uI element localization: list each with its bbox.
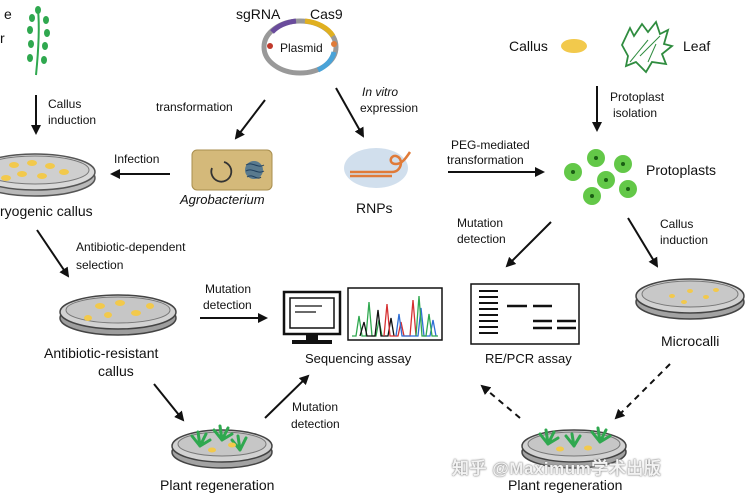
callus-label-right: Callus <box>509 38 548 54</box>
callus-icon <box>561 39 587 53</box>
petri-dish-icon <box>635 278 745 320</box>
plant-regeneration-right-label: Plant regeneration <box>508 477 623 493</box>
peg-label-2: transformation <box>447 153 524 167</box>
antibiotic-selection-label-2: selection <box>76 258 124 272</box>
protoplasts-label: Protoplasts <box>646 162 717 178</box>
agrobacterium-icon <box>191 149 273 191</box>
leaf-label: Leaf <box>683 38 711 54</box>
mutation-detection-low-label-1: Mutation <box>292 400 339 414</box>
sequencing-assay-label: Sequencing assay <box>305 351 412 366</box>
plasmid-icon <box>261 18 339 76</box>
sgrna-label: sgRNA <box>236 6 281 22</box>
arrow-transformation <box>234 99 266 140</box>
arrow-mutation-detection-low <box>264 374 310 419</box>
watermark: 知乎 @Maximum学术出版 <box>452 459 662 478</box>
cut-label-top-2: r <box>0 30 5 46</box>
mutation-detection-right-label-2: detection <box>457 232 506 246</box>
arrow-mutation-detection-right <box>505 221 552 268</box>
in-vitro-label: In vitro <box>362 85 399 99</box>
rnp-icon <box>344 148 412 188</box>
protoplast-isolation-label-1: Protoplast <box>610 90 665 104</box>
expression-label: expression <box>360 101 419 115</box>
cas9-label: Cas9 <box>310 6 343 22</box>
plant-regeneration-left-label: Plant regeneration <box>160 477 275 493</box>
rnps-label: RNPs <box>356 200 393 216</box>
antibiotic-resistant-label-1: Antibiotic-resistant <box>44 345 159 361</box>
arrow-in-vitro <box>335 87 364 138</box>
gel-icon <box>470 283 580 345</box>
protoplast-isolation-label-2: isolation <box>613 106 658 120</box>
arrow-dashed-to-assay <box>480 384 521 419</box>
leaf-icon <box>620 20 674 74</box>
antibiotic-resistant-label-2: callus <box>98 363 134 379</box>
callus-induction-right-label-2: induction <box>660 233 709 247</box>
arrow-callus-induction-right <box>627 217 659 268</box>
arrow-dashed-regeneration <box>614 363 671 420</box>
mutation-detection-mid-label-2: detection <box>203 298 252 312</box>
petri-dish-icon <box>521 426 627 469</box>
petri-dish-icon <box>0 153 96 197</box>
callus-induction-right-label-1: Callus <box>660 217 694 231</box>
re-pcr-assay-label: RE/PCR assay <box>485 351 572 366</box>
mutation-detection-mid-label-1: Mutation <box>205 282 252 296</box>
arrow-to-plant-regeneration <box>153 383 185 422</box>
plasmid-label: Plasmid <box>280 41 323 55</box>
petri-dish-icon <box>171 424 273 469</box>
plant-icon <box>27 6 50 76</box>
arrow-selection <box>36 229 70 278</box>
embryogenic-callus-label: ryogenic callus <box>0 203 93 219</box>
mutation-detection-right-label-1: Mutation <box>457 216 504 230</box>
cut-label-top-1: e <box>4 6 12 22</box>
protoplast-icon <box>564 149 637 205</box>
microcalli-label: Microcalli <box>661 333 720 349</box>
callus-induction-label-1: Callus <box>48 97 82 111</box>
chromatogram-icon <box>347 287 443 341</box>
petri-dish-icon <box>59 294 177 336</box>
mutation-detection-low-label-2: detection <box>291 417 340 431</box>
transformation-label: transformation <box>156 100 233 114</box>
peg-label-1: PEG-mediated <box>451 138 530 152</box>
antibiotic-selection-label-1: Antibiotic-dependent <box>76 240 186 254</box>
agrobacterium-label: Agrobacterium <box>180 192 265 207</box>
infection-label: Infection <box>114 152 160 166</box>
callus-induction-label-2: induction <box>48 113 97 127</box>
computer-icon <box>282 290 342 344</box>
